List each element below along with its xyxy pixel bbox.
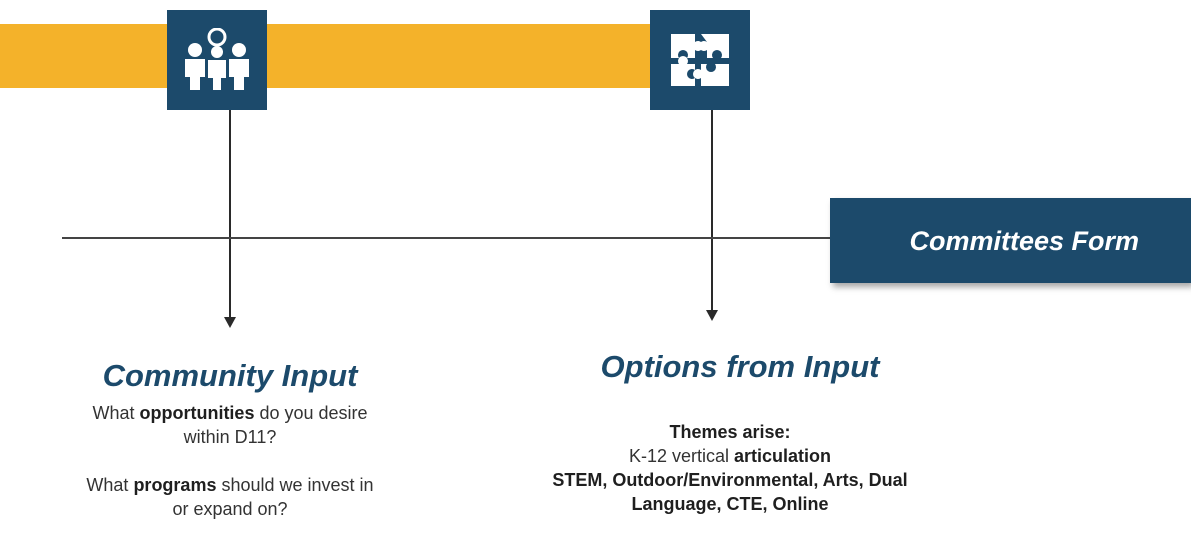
right-connector-line: [711, 110, 713, 311]
themes-line-1: K-12 vertical articulation: [628, 446, 832, 466]
committees-label: Committees Form: [909, 226, 1139, 256]
question-2-line-2: or expand on?: [172, 499, 288, 519]
people-group-icon: [185, 28, 249, 90]
question-1-line-2: within D11?: [183, 427, 277, 447]
themes-heading: Themes arise:: [669, 422, 791, 442]
committees-box: Committees Form: [830, 198, 1191, 283]
themes-line-3: Language, CTE, Online: [631, 494, 829, 514]
question-2-line-1: What programs should we invest in: [86, 475, 374, 495]
left-connector-line: [229, 110, 231, 318]
community-input-text: What opportunities do you desire within …: [80, 401, 380, 521]
timeline-line: [62, 237, 862, 239]
options-text: Themes arise: K-12 vertical articulation…: [480, 420, 980, 516]
puzzle-icon: [671, 34, 729, 86]
timeline-band: [0, 24, 750, 88]
options-icon-box: [650, 10, 750, 110]
question-1-line-1: What opportunities do you desire: [92, 403, 368, 423]
community-icon-box: [167, 10, 267, 110]
community-input-title: Community Input: [102, 358, 358, 393]
right-arrow-head: [706, 310, 718, 321]
themes-line-2: STEM, Outdoor/Environmental, Arts, Dual: [552, 470, 908, 490]
left-arrow-head: [224, 317, 236, 328]
options-from-input-title: Options from Input: [600, 349, 880, 384]
